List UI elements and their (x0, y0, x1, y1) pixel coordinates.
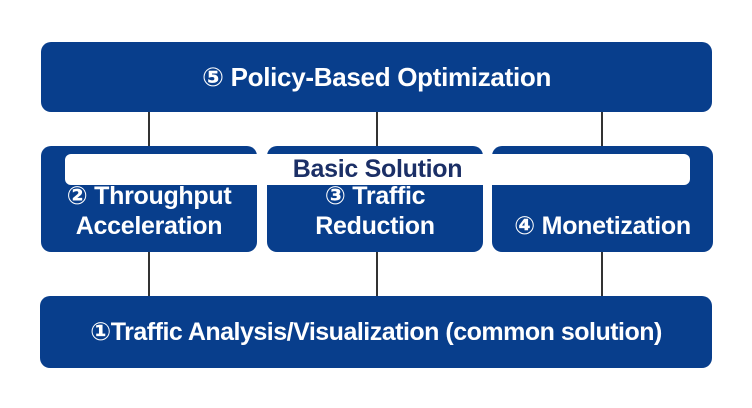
throughput-acceleration-label-line1: ② Throughput (66, 182, 232, 210)
connector-top-left (148, 110, 150, 150)
basic-solution-bar: Basic Solution (65, 154, 690, 185)
connector-bottom-right (601, 248, 603, 300)
connector-bottom-center (376, 248, 378, 300)
traffic-reduction-label-line2: Reduction (315, 212, 435, 240)
policy-based-optimization-label: ⑤ Policy-Based Optimization (201, 61, 552, 92)
connector-top-right (601, 110, 603, 150)
policy-based-optimization-box: ⑤ Policy-Based Optimization (41, 42, 712, 112)
connector-top-center (376, 110, 378, 150)
basic-solution-label: Basic Solution (292, 155, 463, 183)
monetization-label-line1: ④ Monetization (514, 212, 691, 240)
traffic-reduction-label-line1: ③ Traffic (324, 182, 426, 210)
traffic-analysis-visualization-label: ①Traffic Analysis/Visualization (common … (90, 318, 662, 346)
traffic-analysis-visualization-box: ①Traffic Analysis/Visualization (common … (40, 296, 712, 368)
throughput-acceleration-label-line2: Acceleration (75, 212, 223, 240)
connector-bottom-left (148, 248, 150, 300)
